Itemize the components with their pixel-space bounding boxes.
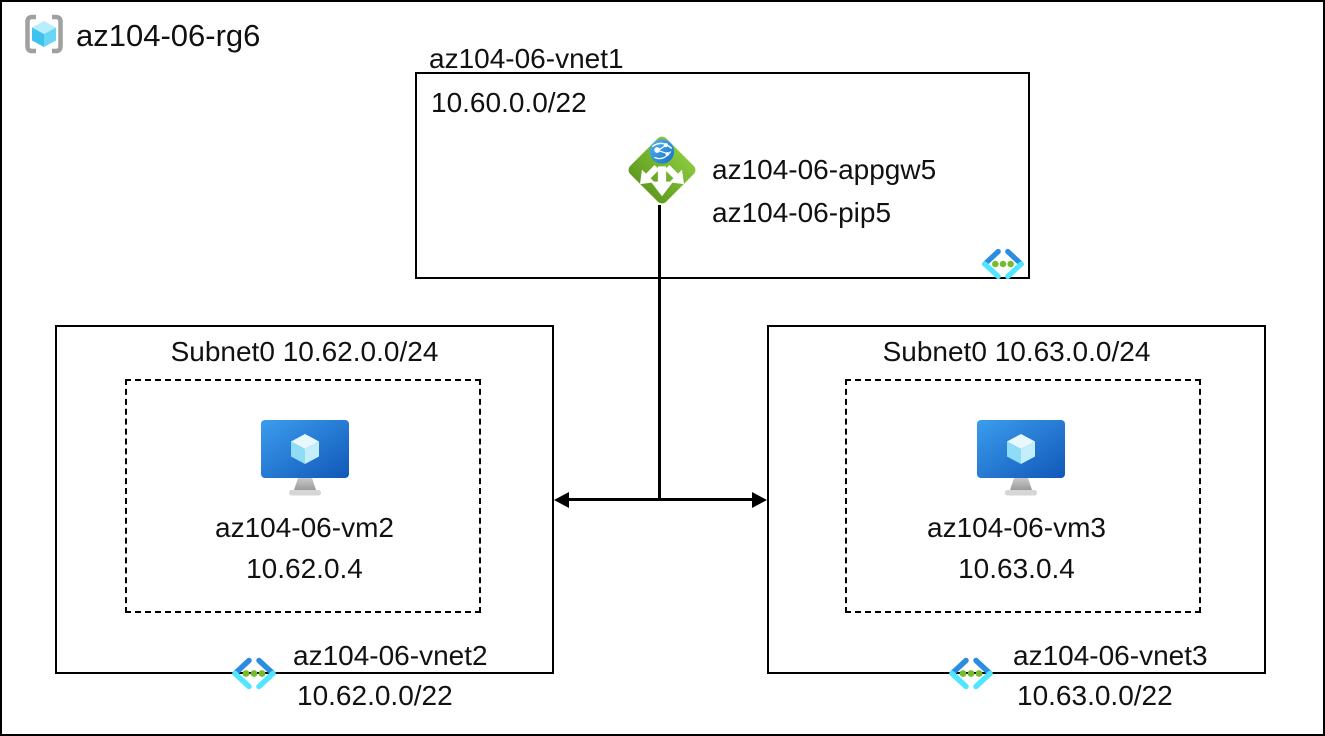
pip-label: az104-06-pip5 xyxy=(712,197,892,228)
vnet2-name: az104-06-vnet2 xyxy=(293,640,488,671)
vnet2-subnet-box xyxy=(125,379,481,613)
virtual-machine-icon xyxy=(977,420,1065,501)
vnet3-subnet-label: Subnet0 10.63.0.0/24 xyxy=(882,336,1151,367)
virtual-network-icon xyxy=(230,657,278,695)
vnet2-cidr: 10.62.0.0/22 xyxy=(297,680,453,711)
appgw-label: az104-06-appgw5 xyxy=(712,154,937,185)
vnet1-title: az104-06-vnet1 xyxy=(429,43,624,74)
vnet3-cidr: 10.63.0.0/22 xyxy=(1017,680,1173,711)
vm3-name: az104-06-vm3 xyxy=(927,512,1106,543)
virtual-network-icon xyxy=(947,657,995,695)
vm3-ip: 10.63.0.4 xyxy=(958,553,1075,584)
vnet3-name: az104-06-vnet3 xyxy=(1013,640,1208,671)
resource-group-label: az104-06-rg6 xyxy=(76,18,261,53)
peering-connector-line xyxy=(567,498,757,501)
vnet3-subnet-box xyxy=(845,379,1201,613)
arrowhead-right-icon xyxy=(752,492,767,508)
vnet1-box: 10.60.0.0/22 az104-06-appgw5 az104-06-pi… xyxy=(415,72,1030,279)
application-gateway-icon xyxy=(623,131,701,214)
virtual-network-icon xyxy=(980,248,1026,285)
vm2-ip: 10.62.0.4 xyxy=(246,553,363,584)
arrowhead-left-icon xyxy=(554,492,569,508)
gateway-connector-line xyxy=(658,205,661,500)
resource-group-icon xyxy=(22,12,66,61)
vnet1-cidr: 10.60.0.0/22 xyxy=(431,87,587,118)
vm2-name: az104-06-vm2 xyxy=(215,512,394,543)
virtual-machine-icon xyxy=(261,420,349,501)
vnet3-box: Subnet0 10.63.0.0/24 az104-06-vm3 10.63.… xyxy=(767,325,1266,674)
vnet2-subnet-label: Subnet0 10.62.0.0/24 xyxy=(170,336,439,367)
vnet2-box: Subnet0 10.62.0.0/24 az104-06-vm2 10.62.… xyxy=(55,325,554,674)
